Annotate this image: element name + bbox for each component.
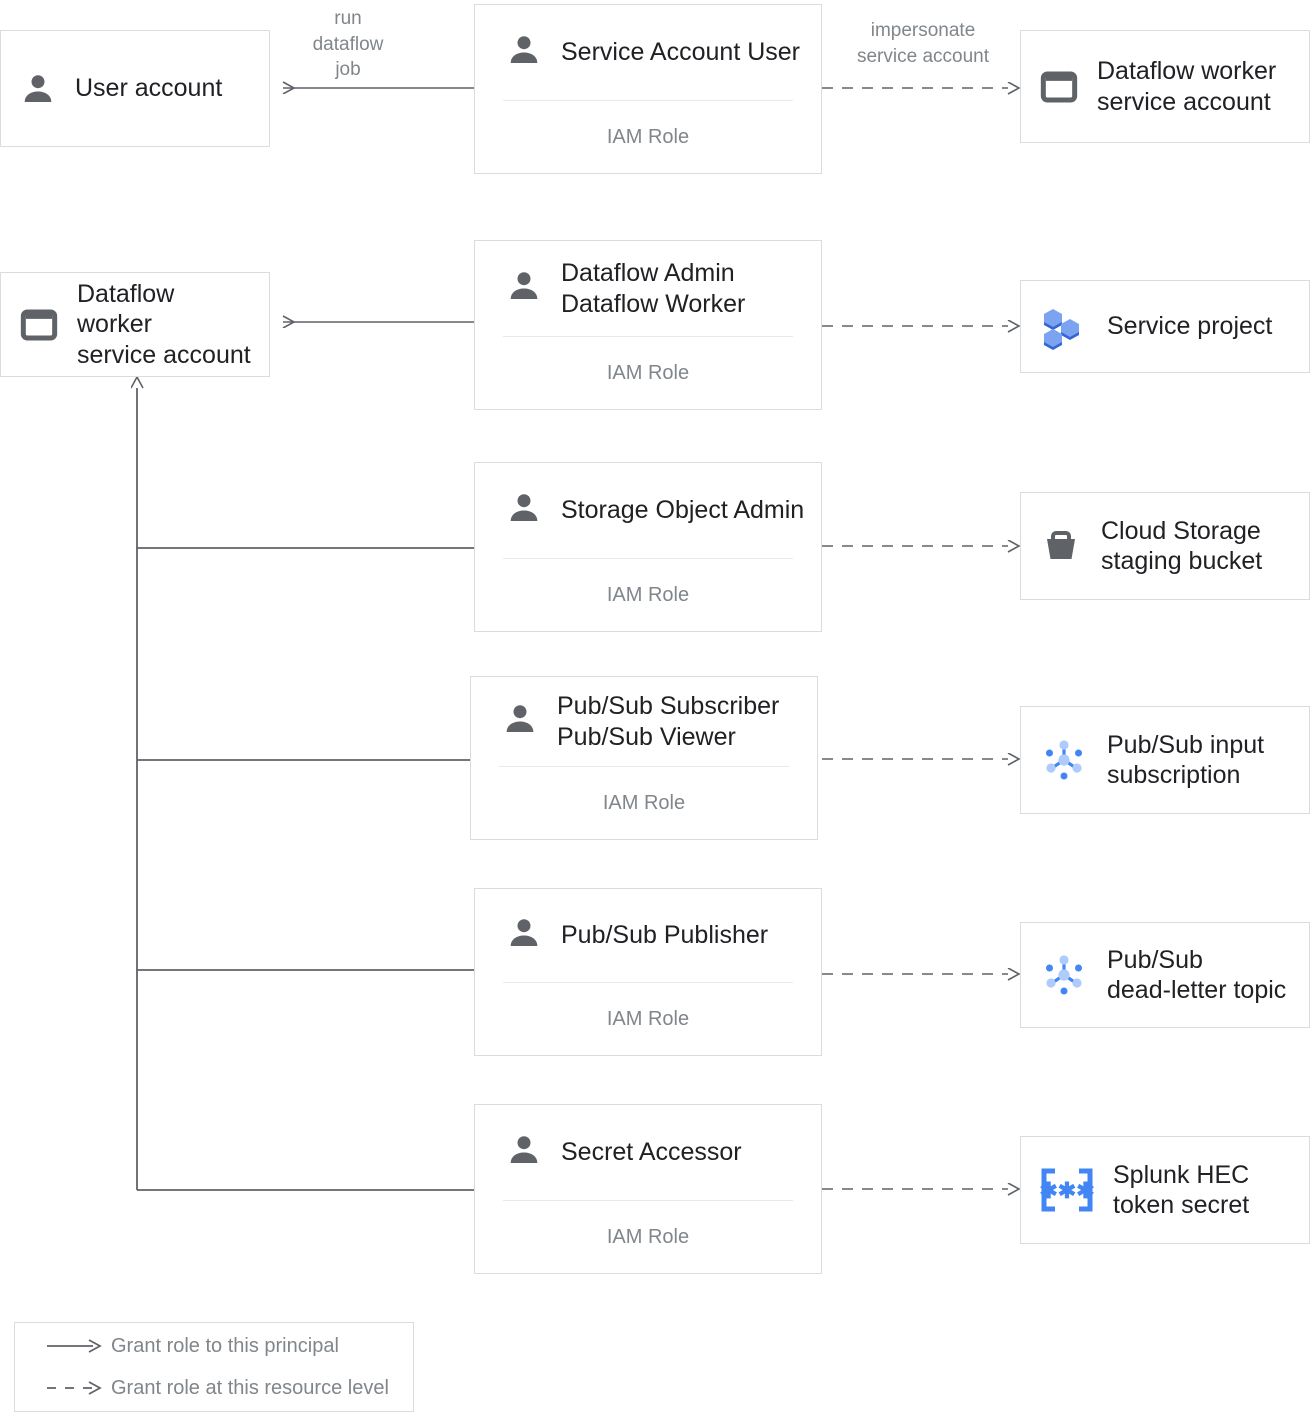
dashed-arrow-icon xyxy=(45,1380,111,1396)
role-names: Service Account User xyxy=(561,38,800,67)
person-icon xyxy=(19,70,57,108)
divider xyxy=(503,558,793,559)
role-footer-label: IAM Role xyxy=(606,1007,690,1030)
role-card-dataflow-admin-worker[interactable]: Dataflow Admin Dataflow Worker IAM Role xyxy=(474,240,822,410)
role-footer-label: IAM Role xyxy=(606,125,690,148)
role-card-header: Service Account User xyxy=(475,5,821,100)
role-card-secret-accessor[interactable]: Secret Accessor IAM Role xyxy=(474,1104,822,1274)
legend-label: Grant role to this principal xyxy=(111,1334,339,1357)
person-icon xyxy=(505,914,543,957)
divider xyxy=(499,766,789,767)
svg-text:✱✱✱: ✱✱✱ xyxy=(1039,1178,1094,1203)
role-card-storage-object-admin[interactable]: Storage Object Admin IAM Role xyxy=(474,462,822,632)
resource-label: Cloud Storage staging bucket xyxy=(1101,516,1263,576)
person-icon xyxy=(505,31,543,74)
secret-manager-icon: ✱✱✱ xyxy=(1039,1167,1095,1213)
role-card-header: Secret Accessor xyxy=(475,1105,821,1200)
entity-dataflow-worker-service-account-left[interactable]: Dataflow worker service account xyxy=(0,272,270,377)
role-names: Pub/Sub Subscriber Pub/Sub Viewer xyxy=(557,692,780,751)
person-icon xyxy=(501,700,539,743)
legend-label: Grant role at this resource level xyxy=(111,1376,389,1399)
legend: Grant role to this principal Grant role … xyxy=(14,1322,414,1412)
divider xyxy=(503,1200,793,1201)
legend-row-solid: Grant role to this principal xyxy=(45,1325,413,1367)
person-icon xyxy=(505,1131,543,1174)
role-footer-label: IAM Role xyxy=(606,1225,690,1248)
entity-label: Dataflow worker service account xyxy=(77,279,251,369)
resource-cloud-storage-staging-bucket[interactable]: Cloud Storage staging bucket xyxy=(1020,492,1310,600)
solid-arrow-icon xyxy=(45,1338,111,1354)
role-card-pubsub-publisher[interactable]: Pub/Sub Publisher IAM Role xyxy=(474,888,822,1056)
pubsub-icon xyxy=(1039,950,1089,1000)
edge-label-run-dataflow-job: run dataflow job xyxy=(312,8,384,81)
divider xyxy=(503,100,793,101)
edge-label-impersonate-service-account: impersonate service account xyxy=(856,20,989,67)
role-card-service-account-user[interactable]: Service Account User IAM Role xyxy=(474,4,822,174)
role-names: Storage Object Admin xyxy=(561,496,805,525)
role-card-header: Dataflow Admin Dataflow Worker xyxy=(475,241,821,336)
role-card-header: Pub/Sub Publisher xyxy=(475,889,821,982)
role-card-header: Pub/Sub Subscriber Pub/Sub Viewer xyxy=(471,677,817,766)
cloud-storage-bucket-icon xyxy=(1039,524,1083,568)
role-footer-label: IAM Role xyxy=(606,583,690,606)
divider xyxy=(503,336,793,337)
role-footer-label: IAM Role xyxy=(602,791,686,814)
role-names: Pub/Sub Publisher xyxy=(561,921,769,950)
role-footer-label: IAM Role xyxy=(606,361,690,384)
person-icon xyxy=(505,267,543,310)
resource-label: Pub/Sub dead-letter topic xyxy=(1107,945,1287,1005)
resource-splunk-hec-token-secret[interactable]: ✱✱✱ Splunk HEC token secret xyxy=(1020,1136,1310,1244)
person-icon xyxy=(505,489,543,532)
resource-pubsub-input-subscription[interactable]: Pub/Sub input subscription xyxy=(1020,706,1310,814)
resource-label: Service project xyxy=(1107,312,1273,341)
resource-pubsub-dead-letter-topic[interactable]: Pub/Sub dead-letter topic xyxy=(1020,922,1310,1028)
legend-row-dashed: Grant role at this resource level xyxy=(45,1367,413,1409)
pubsub-icon xyxy=(1039,735,1089,785)
entity-label: User account xyxy=(75,74,223,103)
role-names: Dataflow Admin Dataflow Worker xyxy=(561,259,746,318)
divider xyxy=(503,982,793,983)
project-hexagons-icon xyxy=(1039,302,1089,352)
entity-user-account[interactable]: User account xyxy=(0,30,270,147)
service-account-icon xyxy=(19,305,59,345)
resource-dataflow-worker-service-account[interactable]: Dataflow worker service account xyxy=(1020,30,1310,143)
role-card-pubsub-subscriber-viewer[interactable]: Pub/Sub Subscriber Pub/Sub Viewer IAM Ro… xyxy=(470,676,818,840)
resource-service-project[interactable]: Service project xyxy=(1020,280,1310,373)
resource-label: Pub/Sub input subscription xyxy=(1107,730,1265,790)
role-card-header: Storage Object Admin xyxy=(475,463,821,558)
resource-label: Dataflow worker service account xyxy=(1097,57,1277,116)
role-names: Secret Accessor xyxy=(561,1138,742,1167)
service-account-icon xyxy=(1039,67,1079,107)
resource-label: Splunk HEC token secret xyxy=(1113,1160,1250,1220)
